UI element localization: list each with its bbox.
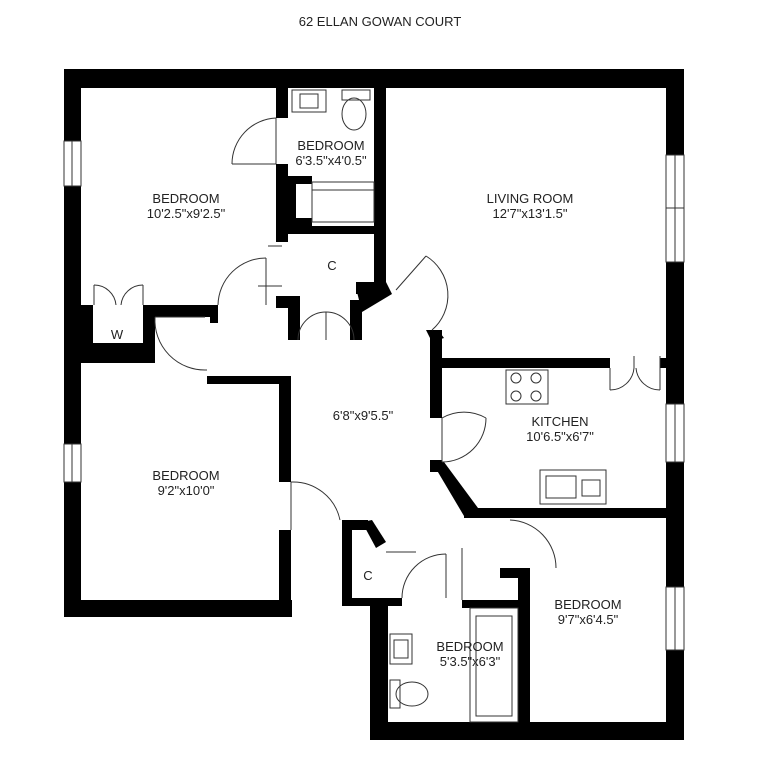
room-name-bedroom-left: BEDROOM xyxy=(152,468,219,483)
room-size-bedroom-topleft: 10'2.5"x9'2.5" xyxy=(147,206,226,221)
room-size-bedroom-right: 9'7"x6'4.5" xyxy=(558,612,619,627)
walls xyxy=(64,69,684,740)
room-name-living-room: LIVING ROOM xyxy=(487,191,574,206)
room-name-bedroom-bottom: BEDROOM xyxy=(436,639,503,654)
room-name-bedroom-topleft: BEDROOM xyxy=(152,191,219,206)
room-name-kitchen: KITCHEN xyxy=(531,414,588,429)
room-size-bedroom-top-small: 6'3.5"x4'0.5" xyxy=(295,153,367,168)
room-name-cupboard-bottom: C xyxy=(363,568,372,583)
room-size-kitchen: 10'6.5"x6'7" xyxy=(526,429,594,444)
room-name-bedroom-right: BEDROOM xyxy=(554,597,621,612)
room-size-hall: 6'8"x9'5.5" xyxy=(333,408,394,423)
room-size-living-room: 12'7"x13'1.5" xyxy=(493,206,568,221)
room-labels: BEDROOM 10'2.5"x9'2.5" BEDROOM 6'3.5"x4'… xyxy=(111,138,622,669)
windows xyxy=(63,140,685,651)
plan-title: 62 ELLAN GOWAN COURT xyxy=(299,14,462,29)
fixtures xyxy=(291,89,607,723)
room-name-cupboard-top: C xyxy=(327,258,336,273)
doors xyxy=(93,117,661,600)
room-size-bedroom-bottom: 5'3.5"x6'3" xyxy=(440,654,501,669)
room-size-bedroom-left: 9'2"x10'0" xyxy=(158,483,215,498)
room-name-wardrobe: W xyxy=(111,327,124,342)
room-name-bedroom-top-small: BEDROOM xyxy=(297,138,364,153)
